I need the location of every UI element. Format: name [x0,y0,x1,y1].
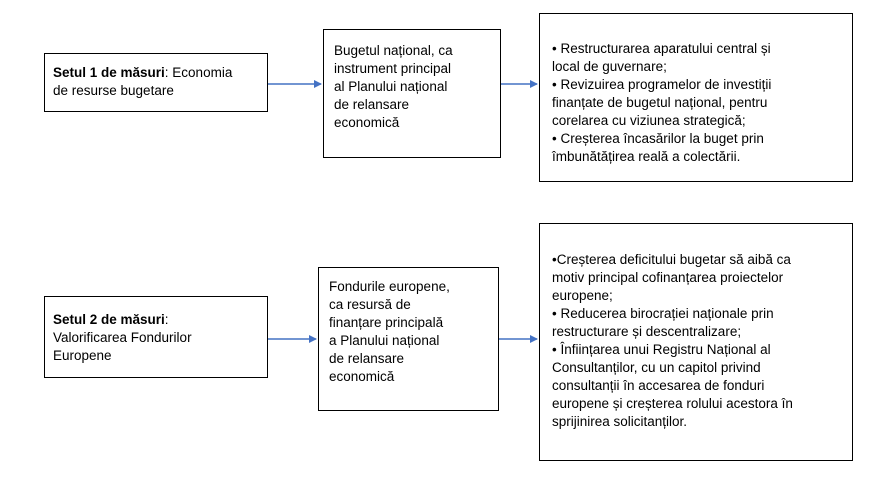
set2-title: Setul 2 de măsuri [53,312,165,327]
eu-funds-box: Fondurile europene, ca resursă de finanț… [318,267,499,411]
set2-measure-item: •Creșterea deficitului bugetar să aibă c… [552,252,791,303]
set2-measure-item: • Înființarea unui Registru Național al … [552,342,793,429]
set2-measure-item: • Reducerea birocrației naționale prin r… [552,306,774,339]
set2-measures-box: •Creșterea deficitului bugetar să aibă c… [539,223,853,461]
budget-instrument-box: Bugetul național, ca instrument principa… [323,29,501,158]
set1-measure-item: • Creșterea încasărilor la buget prin îm… [552,131,764,164]
set1-measure-item: • Restructurarea aparatului central și l… [552,41,771,74]
set2-box: Setul 2 de măsuri: Valorificarea Fonduri… [44,296,268,378]
set1-box: Setul 1 de măsuri: Economia de resurse b… [44,53,268,112]
set1-title: Setul 1 de măsuri [53,65,165,80]
set2-description: : Valorificarea Fondurilor Europene [53,312,192,363]
set1-measures-box: • Restructurarea aparatului central și l… [539,13,853,182]
set1-measure-item: • Revizuirea programelor de investiții f… [552,77,772,128]
set1-description: : Economia de resurse bugetare [53,65,233,98]
